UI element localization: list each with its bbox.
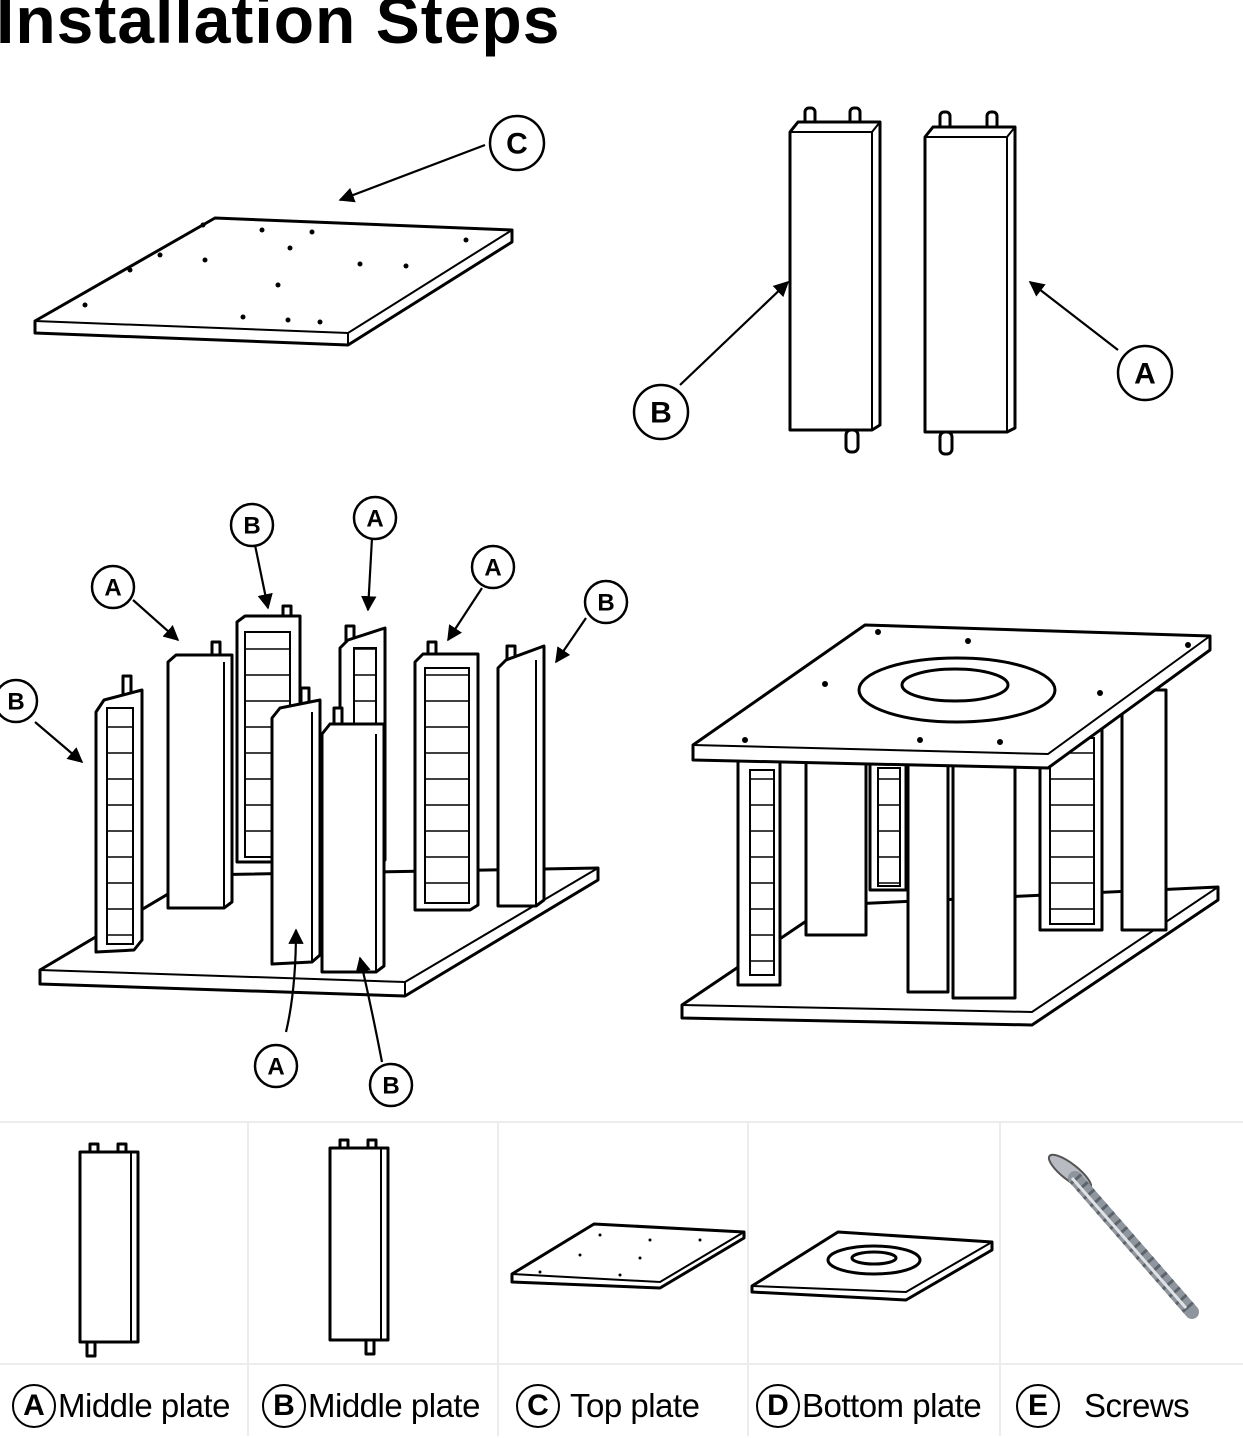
legend-item-e: E Screws — [1016, 1376, 1190, 1436]
legend-label-a: Middle plate — [58, 1387, 230, 1424]
step1-top-plate — [33, 143, 514, 347]
legend-letter-a: A — [12, 1384, 56, 1428]
step2-assembly — [34, 537, 600, 1063]
step1-middle-plates — [679, 106, 1119, 456]
legend-letter-c: C — [516, 1384, 560, 1428]
legend-label-d: Bottom plate — [802, 1387, 982, 1424]
legend-item-c: C Top plate — [516, 1376, 700, 1436]
legend-item-d: D Bottom plate — [756, 1376, 982, 1436]
legend-letter-e: E — [1016, 1384, 1060, 1428]
legend-letter-b: B — [262, 1384, 306, 1428]
part-b-middle-plate — [328, 1138, 390, 1356]
parts-grid — [0, 1121, 1243, 1436]
legend-label-e: Screws — [1084, 1387, 1190, 1424]
legend-item-b: B Middle plate — [262, 1376, 480, 1436]
legend-item-a: A Middle plate — [12, 1376, 230, 1436]
part-e-screw — [1047, 1153, 1199, 1319]
part-d-bottom-plate — [750, 1230, 994, 1302]
legend-label-c: Top plate — [570, 1387, 700, 1424]
legend-letter-d: D — [756, 1384, 800, 1428]
step3-complete — [680, 623, 1220, 1027]
part-c-top-plate — [510, 1222, 746, 1290]
legend-label-b: Middle plate — [308, 1387, 480, 1424]
part-a-middle-plate — [78, 1142, 140, 1358]
page-title: Installation Steps — [0, 0, 561, 57]
